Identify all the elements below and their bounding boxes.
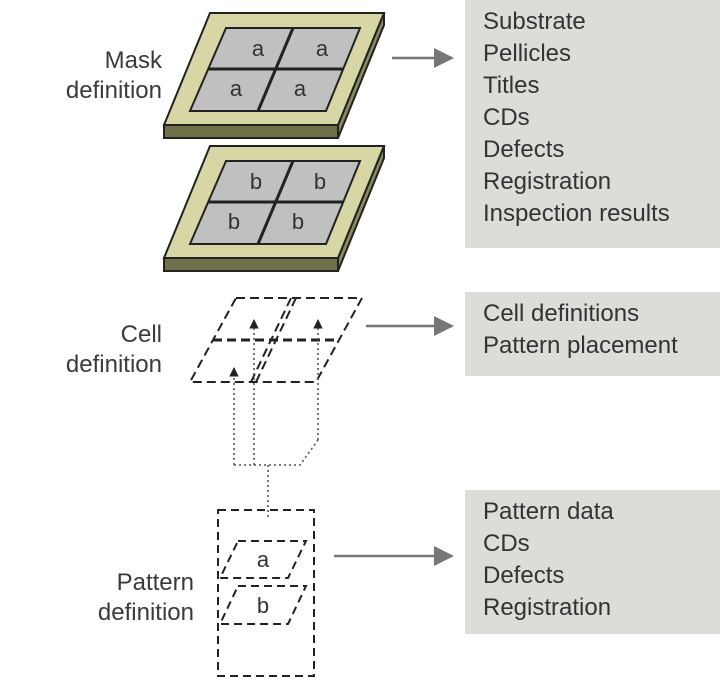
pattern-info-item: Defects — [483, 562, 565, 589]
tile-b-2: b — [314, 169, 326, 194]
pattern-info-item: CDs — [483, 530, 530, 557]
tile-a-3: a — [230, 76, 243, 101]
tile-b-1: b — [250, 169, 262, 194]
tile-b-3: b — [228, 209, 240, 234]
pattern-info-box: Pattern data CDs Defects Registration — [465, 490, 720, 634]
cell-grid — [188, 297, 364, 383]
pattern-info-item: Pattern data — [483, 498, 614, 525]
pattern-shape-a: a — [257, 547, 270, 572]
mask-info-box: Substrate Pellicles Titles CDs Defects R… — [465, 0, 720, 248]
mask-info-item: Pellicles — [483, 40, 572, 67]
tile-a-2: a — [316, 36, 329, 61]
tile-b-4: b — [292, 209, 304, 234]
cell-info-box: Cell definitions Pattern placement — [465, 292, 720, 376]
pattern-shape-b: b — [257, 593, 269, 618]
mask-plate-b — [162, 145, 386, 272]
placement-lines — [229, 319, 323, 520]
arrows — [334, 48, 454, 566]
cell-definition-label: Cell definition — [65, 321, 162, 378]
pattern-info-item: Registration — [483, 594, 612, 621]
tile-a-1: a — [252, 36, 265, 61]
cell-info-item: Pattern placement — [483, 332, 678, 359]
mask-definition-label: Mask definition — [65, 47, 162, 104]
mask-info-item: Inspection results — [483, 200, 670, 227]
cell-info-item: Cell definitions — [483, 300, 640, 327]
mask-info-item: Substrate — [483, 8, 586, 35]
mask-plate-a — [162, 12, 386, 139]
mask-info-item: Defects — [483, 136, 565, 163]
mask-info-item: Registration — [483, 168, 612, 195]
mask-info-item: CDs — [483, 104, 530, 131]
mask-info-item: Titles — [483, 72, 540, 99]
pattern-definition-label: Pattern definition — [97, 569, 194, 626]
tile-a-4: a — [294, 76, 307, 101]
pattern-container — [217, 509, 315, 677]
